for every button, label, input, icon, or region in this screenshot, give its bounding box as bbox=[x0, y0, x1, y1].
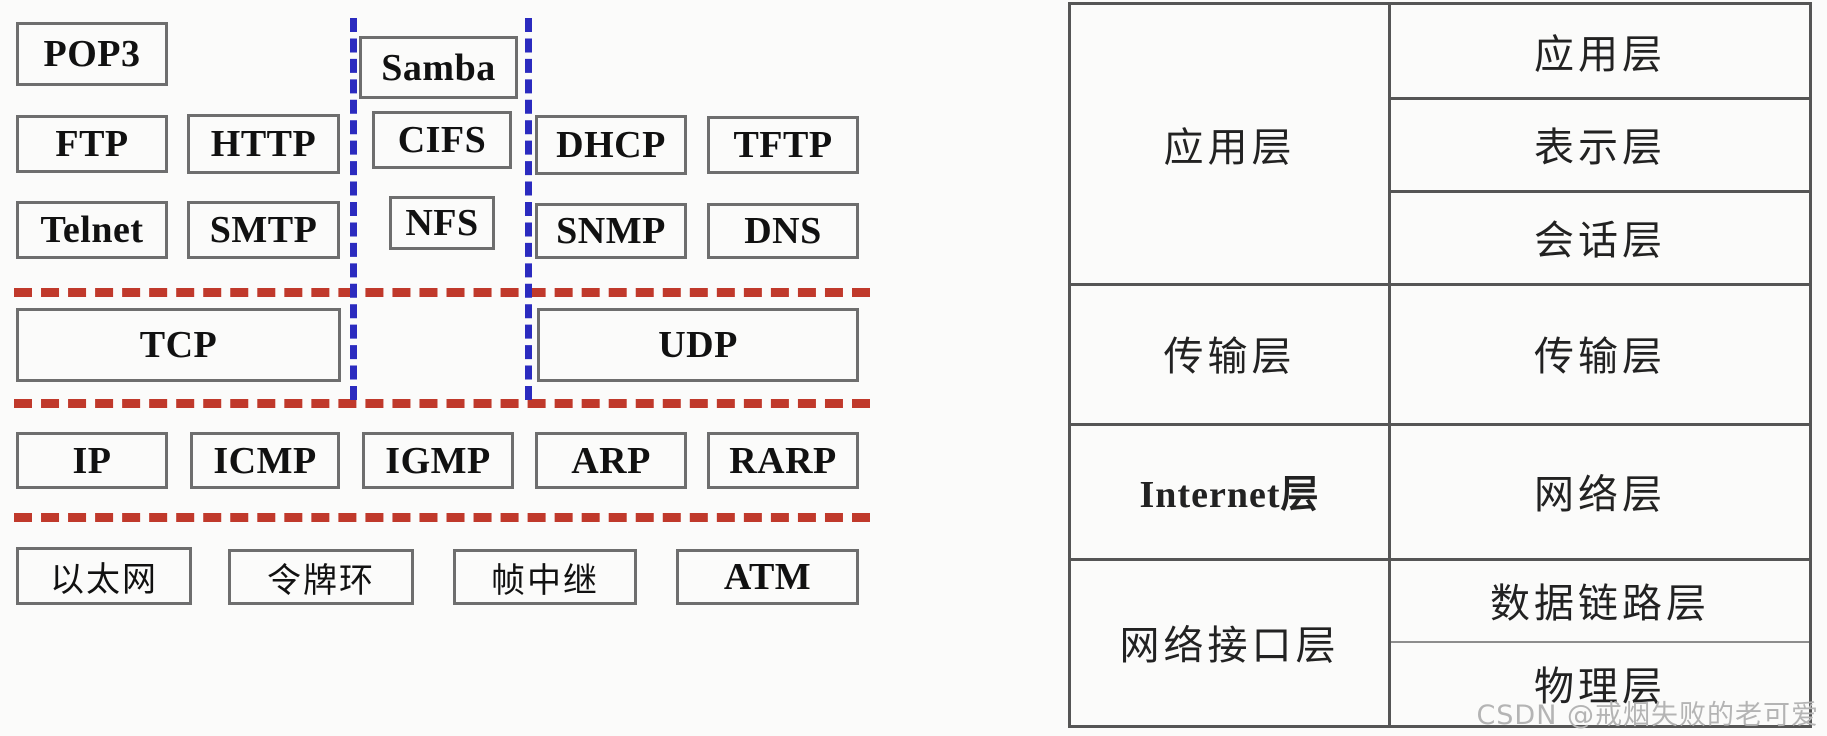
table-cell-right-physical: 物理层 bbox=[1534, 664, 1666, 710]
protocol-box-ethernet: 以太网 bbox=[16, 547, 192, 605]
table-row-line-left-2 bbox=[1071, 423, 1388, 426]
table-cell-left-internet: Internet层 bbox=[1139, 474, 1320, 516]
table-row-line-right-4 bbox=[1391, 423, 1809, 426]
table-row-line-right-2 bbox=[1391, 190, 1809, 193]
protocol-box-tcp: TCP bbox=[16, 308, 341, 382]
layer-separator-transport-internet bbox=[14, 399, 870, 408]
csdn-watermark: CSDN @戒烟失败的老可爱 bbox=[1476, 700, 1819, 731]
protocol-box-http: HTTP bbox=[187, 114, 340, 174]
protocol-box-rarp: RARP bbox=[707, 432, 859, 489]
table-cell-left-transport: 传输层 bbox=[1163, 334, 1296, 380]
column-separator-left bbox=[350, 18, 357, 400]
table-cell-left-network-interface: 网络接口层 bbox=[1119, 622, 1340, 669]
column-separator-right bbox=[525, 18, 532, 400]
protocol-box-token-ring: 令牌环 bbox=[228, 549, 414, 605]
table-row-line-left-1 bbox=[1071, 283, 1388, 286]
protocol-box-cifs: CIFS bbox=[372, 111, 512, 169]
protocol-box-atm: ATM bbox=[676, 549, 859, 605]
table-row-line-right-6 bbox=[1391, 641, 1809, 643]
layer-separator-internet-network-interface bbox=[14, 513, 870, 522]
protocol-box-udp: UDP bbox=[537, 308, 859, 382]
tcpip-protocol-stack: POP3 Samba FTP HTTP CIFS DHCP TFTP Telne… bbox=[0, 0, 900, 736]
protocol-box-frame-relay: 帧中继 bbox=[453, 549, 637, 605]
protocol-box-snmp: SNMP bbox=[535, 203, 687, 259]
protocol-box-tftp: TFTP bbox=[707, 116, 859, 174]
layer-separator-application-transport bbox=[14, 288, 870, 297]
osi-model-table: 应用层 传输层 Internet层 网络接口层 应用层 表示层 会话层 传输层 … bbox=[1068, 2, 1812, 728]
protocol-box-pop3: POP3 bbox=[16, 22, 168, 86]
protocol-box-ftp: FTP bbox=[16, 115, 168, 173]
protocol-box-ip: IP bbox=[16, 432, 168, 489]
table-cell-right-data-link: 数据链路层 bbox=[1490, 580, 1710, 627]
table-cell-right-network: 网络层 bbox=[1534, 471, 1666, 518]
table-cell-right-session: 会话层 bbox=[1534, 217, 1666, 264]
table-row-line-left-3 bbox=[1071, 558, 1388, 561]
protocol-box-telnet: Telnet bbox=[16, 201, 168, 259]
protocol-box-dns: DNS bbox=[707, 203, 859, 259]
table-row-line-right-5 bbox=[1391, 558, 1809, 561]
protocol-box-smtp: SMTP bbox=[187, 201, 340, 259]
protocol-box-samba: Samba bbox=[359, 36, 518, 99]
protocol-box-icmp: ICMP bbox=[190, 432, 340, 489]
protocol-box-nfs: NFS bbox=[389, 196, 495, 250]
table-cell-right-transport: 传输层 bbox=[1534, 334, 1666, 380]
protocol-box-arp: ARP bbox=[535, 432, 687, 489]
table-row-line-right-3 bbox=[1391, 283, 1809, 286]
table-column-divider bbox=[1388, 5, 1391, 725]
table-cell-left-application: 应用层 bbox=[1163, 125, 1296, 171]
protocol-box-dhcp: DHCP bbox=[535, 115, 687, 175]
table-row-line-right-1 bbox=[1391, 97, 1809, 100]
table-cell-right-presentation: 表示层 bbox=[1534, 124, 1666, 171]
protocol-box-igmp: IGMP bbox=[362, 432, 514, 489]
table-cell-right-application: 应用层 bbox=[1534, 32, 1666, 78]
